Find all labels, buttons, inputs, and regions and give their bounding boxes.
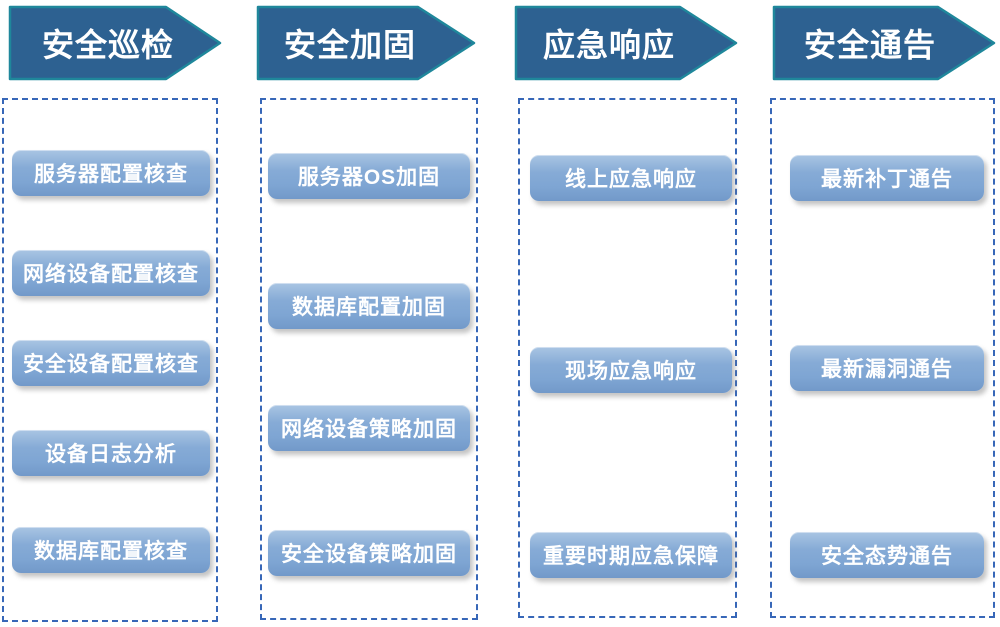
column-panel: 最新补丁通告 最新漏洞通告 安全态势通告 (770, 98, 995, 618)
step-button[interactable]: 网络设备配置核查 (12, 250, 210, 296)
header-arrow-security-inspection: 安全巡检 (8, 5, 224, 83)
column-header-label: 安全巡检 (41, 27, 174, 63)
step-button[interactable]: 服务器OS加固 (268, 153, 470, 199)
column-header-label: 安全加固 (283, 27, 416, 63)
step-button[interactable]: 安全态势通告 (790, 532, 984, 578)
column-emergency-response: 应急响应 线上应急响应 现场应急响应 重要时期应急保障 (514, 0, 740, 627)
arrow-shape-icon (256, 5, 476, 81)
header-arrow-security-notification: 安全通告 (772, 5, 998, 83)
step-button[interactable]: 最新补丁通告 (790, 155, 984, 201)
column-header-label: 安全通告 (803, 27, 936, 63)
column-panel: 线上应急响应 现场应急响应 重要时期应急保障 (518, 98, 737, 618)
step-button[interactable]: 网络设备策略加固 (268, 405, 470, 451)
step-button[interactable]: 数据库配置核查 (12, 527, 210, 573)
column-panel: 服务器配置核查 网络设备配置核查 安全设备配置核查 设备日志分析 数据库配置核查 (2, 98, 218, 622)
step-button[interactable]: 安全设备配置核查 (12, 340, 210, 386)
header-arrow-security-hardening: 安全加固 (256, 5, 478, 83)
arrow-shape-icon (8, 5, 222, 81)
step-button[interactable]: 线上应急响应 (530, 155, 732, 201)
header-arrow-emergency-response: 应急响应 (514, 5, 740, 83)
step-button[interactable]: 现场应急响应 (530, 347, 732, 393)
step-button[interactable]: 服务器配置核查 (12, 150, 210, 196)
step-button[interactable]: 最新漏洞通告 (790, 345, 984, 391)
column-security-hardening: 安全加固 服务器OS加固 数据库配置加固 网络设备策略加固 安全设备策略加固 (256, 0, 480, 627)
step-button[interactable]: 重要时期应急保障 (530, 532, 732, 578)
arrow-shape-icon (514, 5, 738, 81)
column-panel: 服务器OS加固 数据库配置加固 网络设备策略加固 安全设备策略加固 (260, 98, 478, 620)
column-header-label: 应急响应 (542, 27, 675, 63)
step-button[interactable]: 设备日志分析 (12, 430, 210, 476)
column-security-notification: 安全通告 最新补丁通告 最新漏洞通告 安全态势通告 (770, 0, 998, 627)
column-security-inspection: 安全巡检 服务器配置核查 网络设备配置核查 安全设备配置核查 设备日志分析 数据… (0, 0, 222, 627)
step-button[interactable]: 数据库配置加固 (268, 283, 470, 329)
step-button[interactable]: 安全设备策略加固 (268, 530, 470, 576)
arrow-shape-icon (772, 5, 996, 81)
